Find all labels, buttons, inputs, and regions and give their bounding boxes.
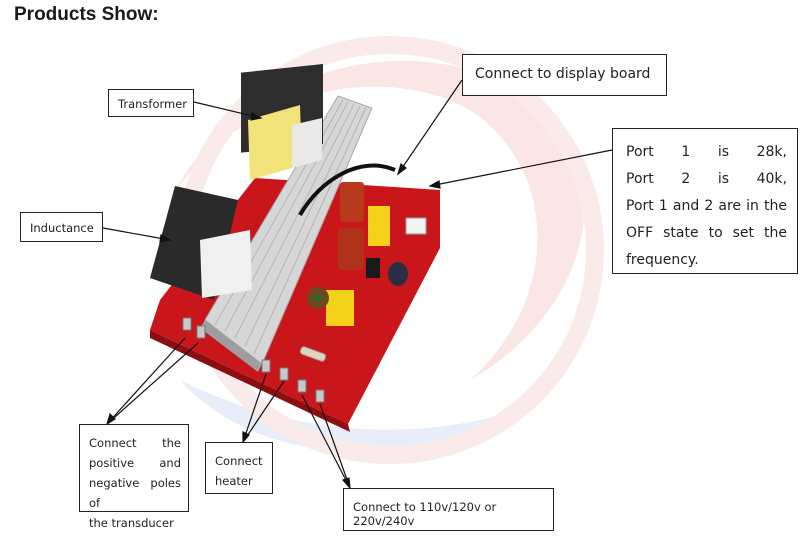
black-cable — [298, 163, 396, 216]
film-capacitor-2 — [338, 228, 364, 270]
heater-callout: Connect heater — [205, 442, 273, 494]
port-line-4: OFF state to set the — [626, 225, 787, 241]
yellow-capacitor-1 — [368, 206, 390, 246]
inductor-bobbin — [200, 230, 252, 298]
inductance-callout: Inductance — [20, 212, 103, 242]
transducer-callout: Connect the positive and negative poles … — [79, 424, 189, 530]
transducer-line-3: negative poles of — [89, 476, 181, 510]
pointer-lines — [102, 79, 613, 490]
ic-chip — [366, 258, 380, 278]
page-heading: Products Show: — [14, 4, 159, 25]
pcb-edge — [150, 330, 350, 432]
transformer-label-text: Transformer — [118, 97, 188, 111]
transformer-bobbin — [292, 118, 322, 168]
port-callout: Port 1 is 28k, Port 2 is 40k, Port 1 and… — [612, 128, 798, 274]
port-line-1: Port 1 is 28k, — [626, 144, 787, 160]
display-board-label-text: Connect to display board — [475, 66, 651, 82]
transducer-line-1: Connect the — [89, 436, 181, 450]
electrolytic-capacitor — [388, 262, 408, 286]
port-connector — [405, 217, 427, 235]
heatsink-top — [200, 320, 262, 372]
port-line-2: Port 2 is 40k, — [626, 171, 787, 187]
watermark-swoosh-2 — [180, 380, 520, 452]
display-board-callout: Connect to display board — [462, 54, 667, 96]
inductance-label-text: Inductance — [30, 221, 94, 235]
port-line-5: frequency. — [626, 252, 699, 268]
heater-line-1: Connect — [215, 454, 263, 468]
heater-line-2: heater — [215, 474, 253, 488]
transformer-callout: Transformer — [108, 89, 194, 117]
terminals — [182, 317, 325, 403]
fuse — [299, 346, 327, 362]
toroid-center — [314, 294, 322, 302]
film-capacitor-1 — [340, 182, 364, 222]
port-line-3: Port 1 and 2 are in the — [626, 198, 787, 214]
transformer-winding — [248, 105, 302, 180]
yellow-capacitor-2 — [326, 290, 354, 326]
transducer-line-4: the transducer — [89, 516, 174, 530]
power-label-text: Connect to 110v/120v or 220v/240v — [353, 500, 497, 528]
transducer-line-2: positive and — [89, 456, 181, 470]
power-callout: Connect to 110v/120v or 220v/240v — [343, 488, 554, 531]
